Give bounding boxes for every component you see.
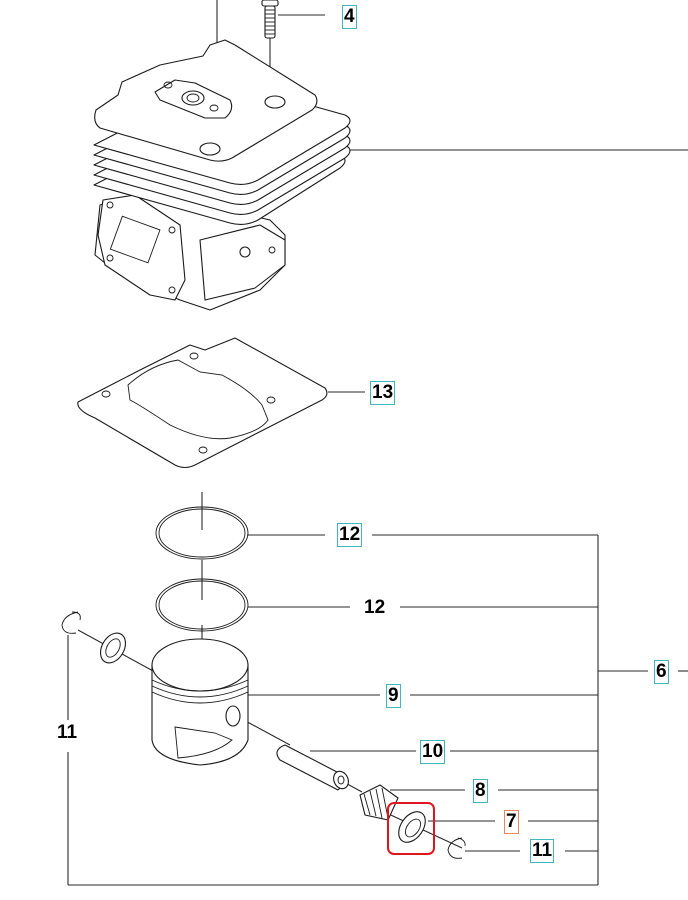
- piston-pin-part[interactable]: [276, 744, 351, 791]
- screw-part[interactable]: [261, 0, 279, 39]
- callout-6[interactable]: 6: [654, 660, 669, 684]
- circlip-left-part[interactable]: [61, 611, 81, 634]
- callout-12-lower[interactable]: 12: [362, 596, 388, 620]
- washer-left-part[interactable]: [95, 629, 130, 668]
- callout-9[interactable]: 9: [386, 684, 401, 708]
- thrust-washer-part[interactable]: [393, 807, 431, 847]
- callout-8[interactable]: 8: [473, 779, 488, 803]
- callout-11-right[interactable]: 11: [530, 839, 555, 863]
- callout-13[interactable]: 13: [370, 381, 396, 405]
- callout-10[interactable]: 10: [420, 740, 446, 764]
- piston-ring-lower-part[interactable]: [155, 578, 249, 632]
- cylinder-base-gasket-part[interactable]: [77, 337, 328, 469]
- callout-12-upper[interactable]: 12: [337, 523, 363, 547]
- selected-part-highlight: [387, 802, 435, 855]
- leader-lines: [67, 0, 688, 886]
- callout-4[interactable]: 4: [342, 5, 357, 29]
- piston-ring-upper-part[interactable]: [155, 506, 249, 560]
- cylinder-part[interactable]: [93, 39, 351, 311]
- callout-11-left[interactable]: 11: [55, 721, 80, 745]
- callout-7[interactable]: 7: [504, 810, 519, 834]
- piston-part[interactable]: [151, 638, 249, 766]
- circlip-right-part[interactable]: [447, 837, 466, 859]
